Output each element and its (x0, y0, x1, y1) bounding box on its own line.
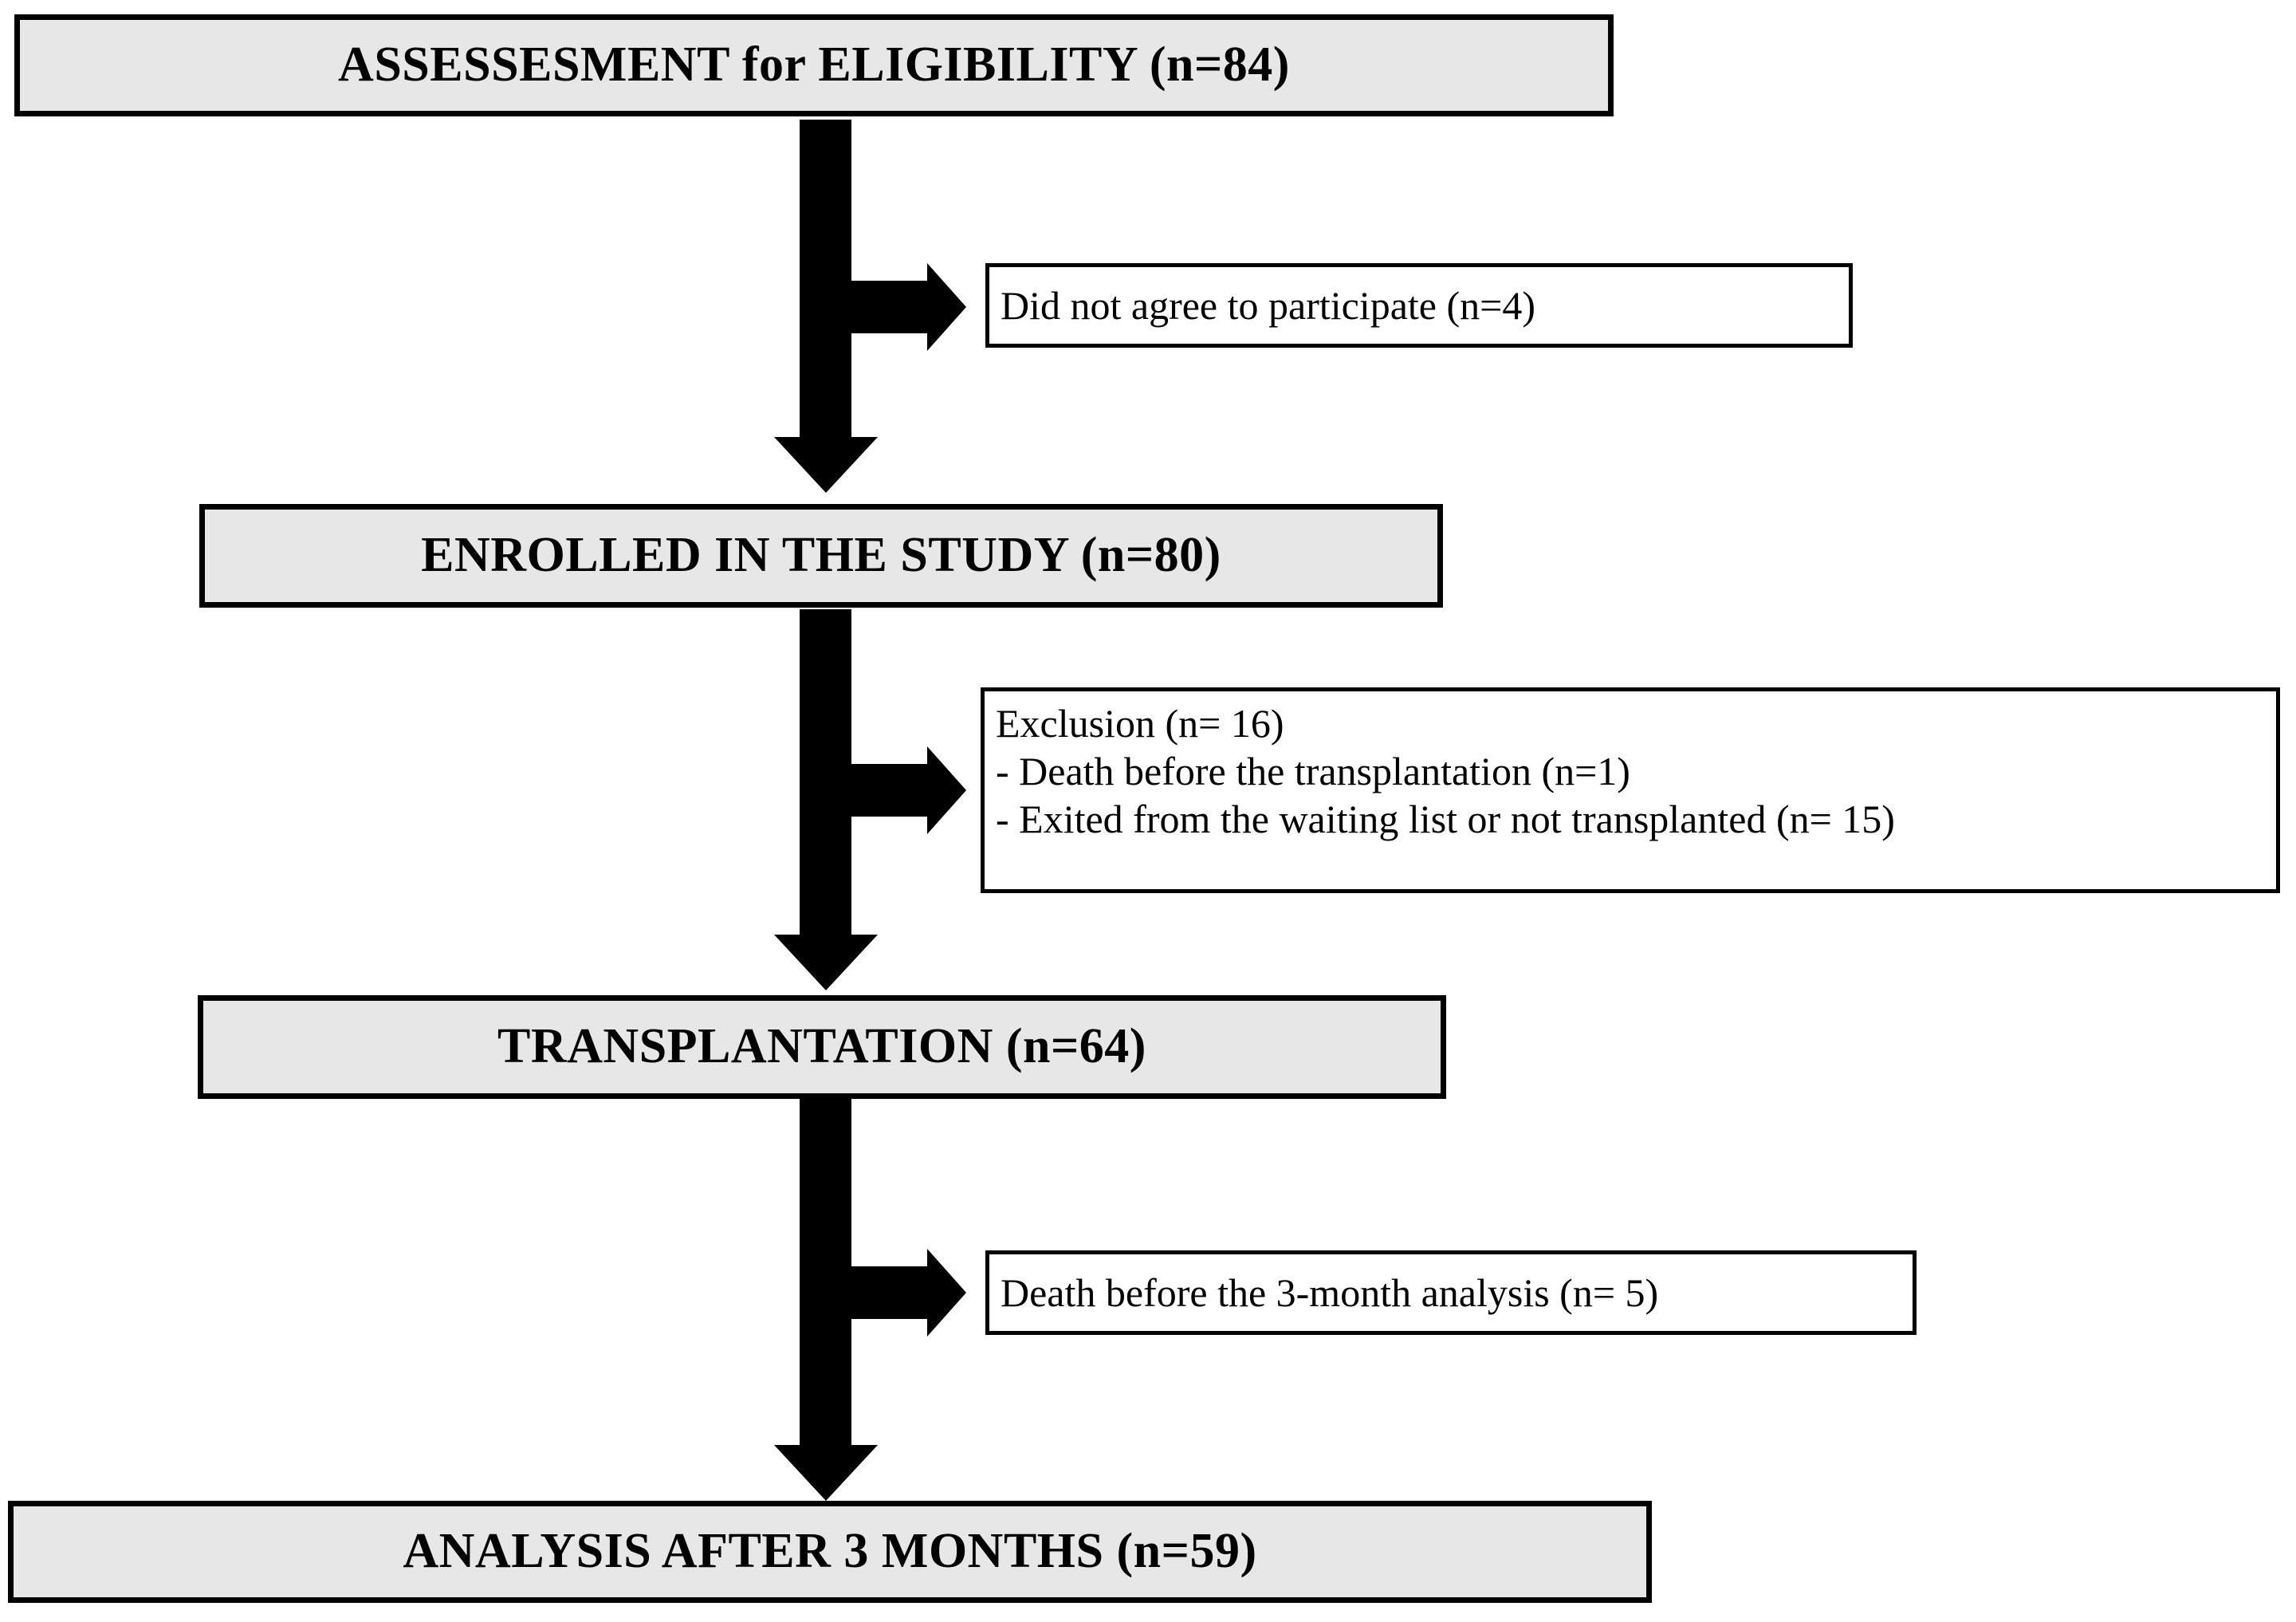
connector-transplantation-to-death (851, 1249, 966, 1337)
connector-enrolled-to-transplantation (774, 609, 878, 990)
stage-label-transplantation: TRANSPLANTATION (n=64) (497, 1019, 1146, 1074)
stage-label-enrolled: ENROLLED IN THE STUDY (n=80) (421, 528, 1221, 583)
connector-assessment-to-did-not-agree (851, 263, 966, 351)
stage-box-enrolled: ENROLLED IN THE STUDY (n=80) (199, 504, 1443, 608)
exclusion-label-death-before-3-month: Death before the 3-month analysis (n= 5) (1001, 1270, 1659, 1315)
stage-box-assessment: ASSESSESMENT for ELIGIBILITY (n=84) (14, 14, 1614, 116)
exclusion-box-exclusion-block: Exclusion (n= 16) - Death before the tra… (981, 687, 2280, 893)
connector-enrolled-to-exclusion (851, 746, 966, 834)
exclusion-box-did-not-agree: Did not agree to participate (n=4) (985, 263, 1853, 348)
connector-transplantation-to-analysis (774, 1099, 878, 1501)
exclusion-label-did-not-agree: Did not agree to participate (n=4) (1001, 283, 1535, 328)
exclusion-label-total: Exclusion (n= 16) (996, 701, 1284, 746)
exclusion-label-exited-waiting-list: - Exited from the waiting list or not tr… (996, 797, 1895, 841)
stage-box-transplantation: TRANSPLANTATION (n=64) (198, 995, 1446, 1099)
stage-box-analysis: ANALYSIS AFTER 3 MONTHS (n=59) (8, 1501, 1652, 1603)
exclusion-line-list: Exclusion (n= 16) - Death before the tra… (996, 699, 1895, 843)
exclusion-label-death-pre-transplant: - Death before the transplantation (n=1) (996, 749, 1630, 793)
stage-label-analysis: ANALYSIS AFTER 3 MONTHS (n=59) (403, 1524, 1257, 1579)
stage-label-assessment: ASSESSESMENT for ELIGIBILITY (n=84) (338, 37, 1290, 93)
connector-assessment-to-enrolled (774, 120, 878, 493)
exclusion-box-death-before-3-month: Death before the 3-month analysis (n= 5) (985, 1250, 1917, 1335)
